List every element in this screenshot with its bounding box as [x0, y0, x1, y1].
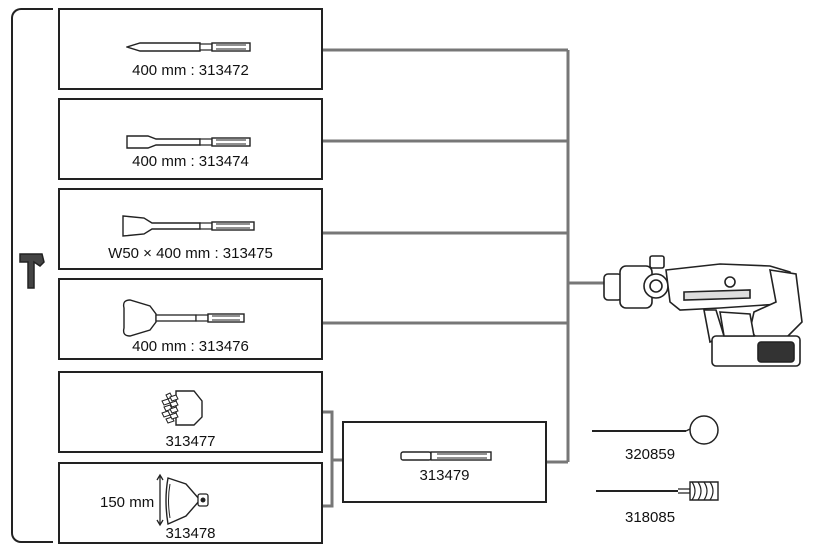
bit-box-313477[interactable]: 313477 [58, 371, 323, 453]
hammer-mode-icon [19, 253, 45, 289]
accessory-label: 320859 [625, 446, 676, 463]
bit-label: 400 mm : 313474 [132, 153, 249, 170]
bit-box-313475[interactable]: W50 × 400 mm : 313475 [58, 188, 323, 270]
ball-mixer-icon[interactable] [590, 414, 720, 448]
adapter-shank-icon [400, 451, 492, 461]
bit-box-313476[interactable]: 400 mm : 313476 [58, 278, 323, 360]
spade-chisel-icon [122, 299, 245, 337]
tamping-plate-icon [156, 473, 209, 527]
bit-label: W50 × 400 mm : 313475 [108, 245, 273, 262]
bit-box-313472[interactable]: 400 mm : 313472 [58, 8, 323, 90]
pointed-chisel-icon [126, 42, 251, 52]
bush-hammer-icon [161, 390, 203, 426]
adapter-label: 313479 [419, 467, 470, 484]
dimension-label: 150 mm [100, 494, 155, 511]
flat-chisel-icon [126, 135, 251, 149]
wide-chisel-icon [122, 215, 255, 237]
bit-label: 313478 [165, 525, 216, 542]
bit-box-313474[interactable]: 400 mm : 313474 [58, 98, 323, 180]
bit-box-313478[interactable]: 150 mm 313478 [58, 462, 323, 544]
rotary-hammer-icon[interactable] [600, 252, 806, 372]
bit-label: 400 mm : 313476 [132, 338, 249, 355]
mode-bracket [11, 8, 53, 543]
bit-label: 400 mm : 313472 [132, 62, 249, 79]
accessory-label: 318085 [625, 509, 676, 526]
spiral-mixer-icon[interactable] [594, 476, 724, 506]
adapter-box-313479[interactable]: 313479 [342, 421, 547, 503]
bit-label: 313477 [165, 433, 216, 450]
